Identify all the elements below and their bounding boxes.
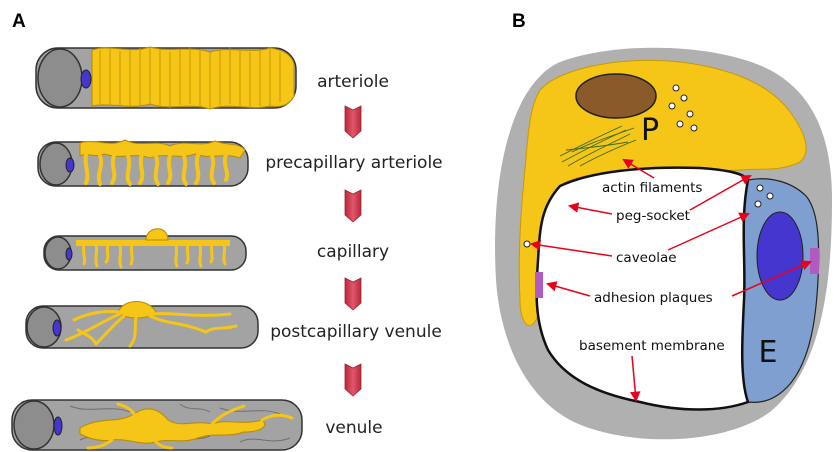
chevron-down-icon: [345, 364, 361, 396]
chevron-down-icon: [345, 106, 361, 138]
pericyte-nucleus: [576, 74, 656, 118]
stage-label-capillary: capillary: [317, 242, 389, 262]
label-basement-membrane: basement membrane: [579, 338, 725, 354]
adhesion-plaque-left: [535, 272, 543, 298]
postcapillary-venule-vessel: [26, 302, 258, 349]
label-adhesion-plaques: adhesion plaques: [594, 290, 713, 306]
stage-label-venule: venule: [325, 418, 382, 438]
stage-label-arteriole: arteriole: [317, 72, 389, 92]
chevron-down-icon: [345, 278, 361, 310]
chevron-down-icon: [345, 190, 361, 222]
stage-label-postcapillary-venule: postcapillary venule: [270, 322, 442, 342]
precapillary-arteriole-vessel: [38, 140, 248, 186]
label-actin-filaments: actin filaments: [602, 180, 702, 196]
pericyte-letter: P: [641, 113, 659, 148]
label-caveolae: caveolae: [616, 250, 677, 266]
capillary-vessel: [44, 229, 246, 270]
panel-b-letter: B: [512, 11, 526, 32]
panel-a-letter: A: [12, 11, 26, 32]
adhesion-plaque-right: [810, 248, 819, 274]
endothelial-nucleus: [757, 212, 803, 300]
endothelial-letter: E: [759, 335, 778, 370]
vessel-lumen: [537, 168, 748, 410]
stage-label-precapillary-arteriole: precapillary arteriole: [265, 153, 442, 173]
arteriole-vessel: [36, 47, 296, 109]
label-peg-socket: peg-socket: [616, 208, 690, 224]
venule-vessel: [12, 400, 302, 450]
caveola-left: [524, 241, 530, 247]
